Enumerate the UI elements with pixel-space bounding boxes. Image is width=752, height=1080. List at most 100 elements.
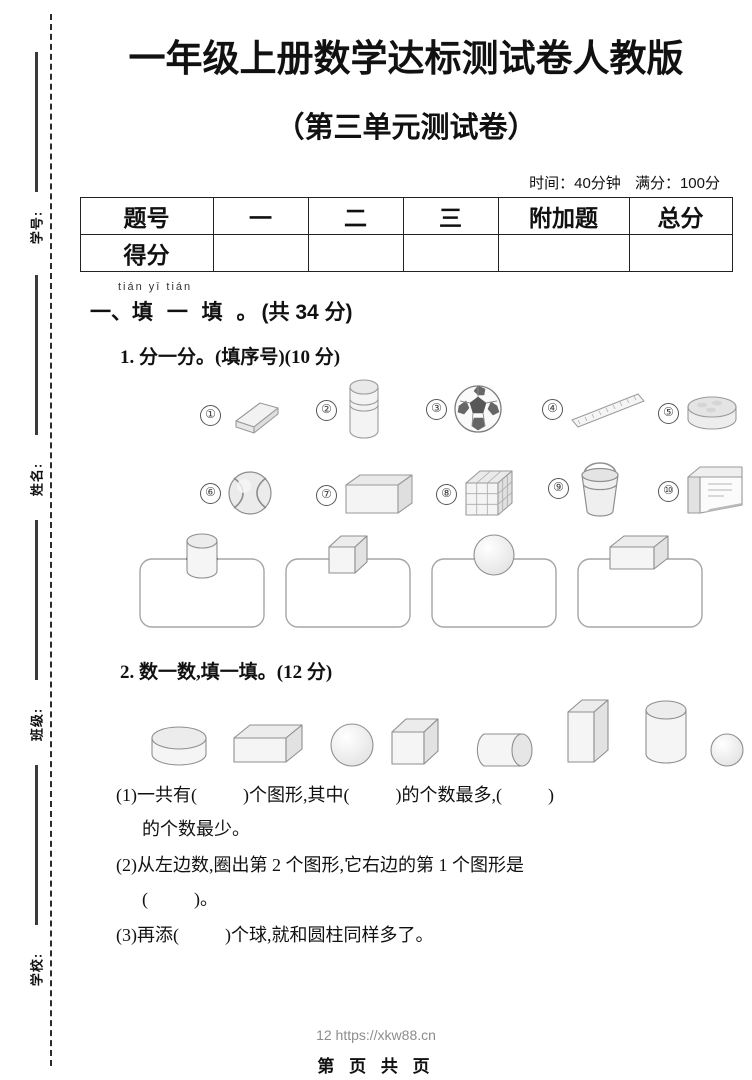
carton-box-icon — [342, 471, 416, 519]
sphere-icon — [470, 531, 518, 579]
list-item[interactable]: ⑨ — [548, 457, 626, 519]
exam-full-score: 满分：100分 — [634, 175, 720, 192]
list-item[interactable]: ① — [200, 395, 282, 435]
section-1-points: (共 34 分) — [261, 301, 353, 324]
rail-segment-1 — [35, 52, 38, 192]
q2-p1-line2: 的个数最少。 — [142, 819, 250, 839]
question-2-shape-row — [100, 694, 752, 768]
list-item[interactable]: ⑩ — [658, 463, 746, 519]
q2-p1-c: )的个数最多,( — [395, 785, 502, 805]
margin-label-school: 学校: — [29, 952, 45, 987]
rail-segment-3 — [35, 520, 38, 680]
list-item[interactable]: ② — [316, 379, 386, 441]
score-cell-heading-bonus: 附加题 — [497, 197, 630, 235]
list-item[interactable]: ⑦ — [316, 471, 416, 519]
sort-box-sphere[interactable] — [430, 534, 558, 629]
question-1-items-row-1: ① ② — [124, 379, 752, 451]
question-2-heading: 2. 数一数,填一填。(12 分) — [120, 657, 752, 684]
sort-box-cuboid[interactable] — [576, 535, 704, 629]
ruler-icon — [568, 389, 648, 429]
score-table: 题号 一 二 三 附加题 总分 得分 — [79, 197, 733, 272]
score-cell-heading-label: 题号 — [79, 197, 214, 235]
item-number-6: ⑥ — [200, 482, 221, 504]
score-cell-value-total[interactable] — [628, 234, 733, 272]
score-cell-heading-2: 二 — [307, 197, 404, 235]
q2-p1-d: ) — [547, 785, 554, 805]
section-1-name: 填 一 填 。 — [132, 301, 262, 324]
margin-label-class: 班级: — [29, 707, 45, 742]
cuboid-icon — [230, 718, 308, 768]
item-number-5: ⑤ — [658, 402, 679, 424]
table-row-header: 题号 一 二 三 附加题 总分 — [79, 197, 733, 235]
question-2-part-3-line-1: (3)再添( )个球,就和圆柱同样多了。 — [116, 918, 752, 952]
question-1-label: 1. — [120, 347, 135, 368]
score-cell-value-bonus[interactable] — [497, 234, 630, 272]
section-1-number: 一、 — [90, 301, 132, 324]
q2-p3-b: )个球,就和圆柱同样多了。 — [224, 925, 434, 945]
question-1-sort-boxes — [138, 533, 752, 633]
small-sphere-icon — [708, 730, 746, 768]
question-2-part-1: (1)一共有( )个图形,其中( )的个数最多,() 的个数最少。 — [116, 778, 752, 846]
cube-icon — [388, 714, 442, 768]
tv-box-icon — [684, 463, 746, 519]
q2-p2-b: )。 — [194, 889, 218, 909]
can-cylinder-icon — [342, 379, 386, 441]
page-title: 一年级上册数学达标测试卷人教版 — [128, 38, 684, 79]
margin-rail: 学号: 姓名: 班级: 学校: — [0, 0, 60, 1080]
question-2-part-2-line-2: ( )。 — [116, 882, 752, 916]
watermark-url: 12 https://xkw88.cn — [316, 1027, 436, 1043]
margin-label-student-id: 学号: — [29, 210, 45, 245]
q2-p2-a: ( — [142, 889, 148, 909]
list-item[interactable]: ④ — [542, 389, 648, 429]
cuboid-icon — [606, 531, 674, 575]
question-1-heading: 1. 分一分。(填序号)(10 分) — [120, 342, 752, 369]
sort-box-cube[interactable] — [284, 535, 412, 629]
item-number-2: ② — [316, 399, 337, 421]
question-2-part-2: (2)从左边数,圈出第 2 个图形,它右边的第 1 个图形是 ()。 — [116, 848, 752, 916]
list-item[interactable]: ⑥ — [200, 469, 274, 517]
tall-cuboid-icon — [562, 696, 614, 768]
score-cell-value-2[interactable] — [307, 234, 404, 272]
exam-meta: 时间：40分钟 满分：100分 — [60, 172, 720, 193]
item-number-1: ① — [200, 404, 221, 426]
tennis-ball-icon — [226, 469, 274, 517]
page-subtitle: （第三单元测试卷） — [275, 112, 537, 144]
margin-label-student-name: 姓名: — [29, 462, 45, 497]
exam-duration: 时间：40分钟 — [529, 175, 621, 192]
page-footer: 第 页 共 页 — [317, 1057, 435, 1076]
item-number-4: ④ — [542, 398, 563, 420]
rail-segment-4 — [35, 765, 38, 925]
fold-dashed-line — [50, 14, 52, 1066]
rubiks-cube-icon — [462, 467, 518, 521]
score-cell-value-1[interactable] — [212, 234, 309, 272]
question-2-part-1-line-2: 的个数最少。 — [116, 812, 752, 846]
item-number-8: ⑧ — [436, 483, 457, 505]
score-cell-heading-3: 三 — [402, 197, 499, 235]
tall-cylinder-icon — [640, 698, 692, 768]
rail-segment-2 — [35, 275, 38, 435]
sort-box-cylinder[interactable] — [138, 533, 266, 629]
cylinder-icon — [182, 531, 222, 581]
table-row-score: 得分 — [79, 234, 733, 272]
score-cell-value-3[interactable] — [402, 234, 499, 272]
round-cake-icon — [684, 393, 740, 433]
cube-icon — [325, 531, 371, 579]
question-1-items-row-2: ⑥ ⑦ — [124, 453, 752, 531]
section-1-heading: tián yī tián 一、填 一 填 。(共 34 分) — [90, 281, 752, 326]
section-1-pinyin: tián yī tián — [118, 281, 193, 293]
q2-p1-a: (1)一共有( — [116, 785, 197, 805]
q2-p3-a: (3)再添( — [116, 925, 179, 945]
question-2-text: 数一数,填一填。(12 分) — [139, 662, 333, 683]
list-item[interactable]: ③ — [426, 383, 504, 435]
bucket-icon — [574, 457, 626, 519]
flat-cylinder-icon — [148, 720, 210, 768]
item-number-10: ⑩ — [658, 480, 679, 502]
q2-p1-b: )个图形,其中( — [242, 785, 350, 805]
item-number-3: ③ — [426, 398, 447, 420]
soccer-ball-icon — [452, 383, 504, 435]
list-item[interactable]: ⑤ — [658, 393, 740, 433]
list-item[interactable]: ⑧ — [436, 467, 518, 521]
question-1-text: 分一分。(填序号)(10 分) — [139, 347, 341, 368]
item-number-7: ⑦ — [316, 484, 337, 506]
exam-sheet: 一年级上册数学达标测试卷人教版 （第三单元测试卷） 时间：40分钟 满分：100… — [60, 0, 752, 1080]
